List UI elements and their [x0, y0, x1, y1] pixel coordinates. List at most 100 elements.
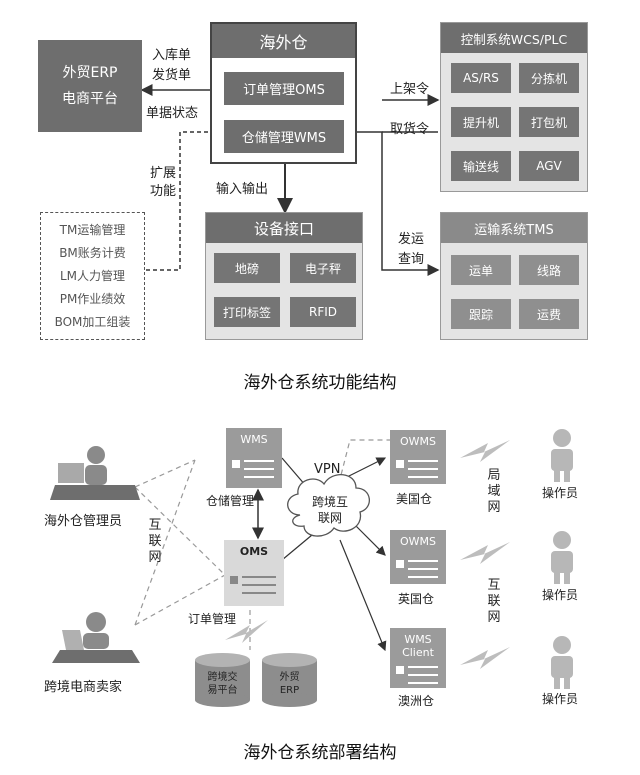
- server-slot: [408, 576, 438, 578]
- device-item-label-print: 打印标签: [214, 297, 280, 327]
- au-wms-client-server: WMS Client: [390, 628, 446, 688]
- erp-box-line-2: 电商平台: [62, 91, 118, 107]
- right-internet-char: 网: [487, 610, 501, 625]
- outbound-label: 发货单: [152, 68, 192, 83]
- functional-caption: 海外仓系统功能结构: [243, 373, 397, 393]
- zigzag-links: [225, 440, 510, 669]
- right-internet-char: 互: [487, 578, 501, 593]
- tms-item-waybill: 运单: [451, 255, 511, 285]
- oms-server-label: 订单管理: [188, 612, 237, 626]
- server-led: [396, 560, 404, 568]
- extension-item: BOM加工组装: [54, 315, 131, 329]
- server-led: [396, 460, 404, 468]
- server-slot: [242, 584, 276, 586]
- wms-right-trunk: [357, 131, 440, 276]
- left-internet-char: 网: [148, 550, 162, 565]
- extend-label-1: 扩展: [150, 166, 177, 181]
- au-warehouse-label: 澳洲仓: [398, 694, 435, 708]
- operator-figure-1: [551, 429, 573, 482]
- server-slot: [408, 674, 438, 676]
- vpn-label: VPN: [314, 462, 341, 477]
- server-slot: [408, 476, 438, 478]
- platform-db-label: 跨境交 易平台: [195, 668, 250, 700]
- wcs-item-packer: 打包机: [519, 107, 579, 137]
- right-internet-char: 联: [487, 594, 501, 609]
- server-slot: [242, 576, 276, 578]
- platform-db-shape: [195, 653, 250, 707]
- erp-db-line-2: ERP: [279, 685, 300, 696]
- device-interface-box: 设备接口 地磅 电子秤 打印标签 RFID: [205, 212, 363, 340]
- server-led: [230, 576, 238, 584]
- operator-label-2: 操作员: [542, 588, 579, 602]
- device-item-eweigher: 电子秤: [290, 253, 356, 283]
- us-owms-server: OWMS: [390, 430, 446, 484]
- server-slot: [242, 592, 276, 594]
- cloud-uk-arrow: [354, 524, 386, 556]
- operator-label-3: 操作员: [542, 692, 579, 706]
- wms-server: WMS: [226, 428, 282, 488]
- device-title: 设备接口: [206, 213, 362, 243]
- pick-label: 取货令: [390, 122, 430, 137]
- extension-dashed-link: [145, 131, 222, 271]
- left-internet-label: 互 联 网: [148, 518, 162, 566]
- device-item-rfid: RFID: [290, 297, 356, 327]
- lan-label: 局 域 网: [487, 468, 501, 516]
- warehouse-title: 海外仓: [212, 24, 355, 58]
- au-server-title-2: Client: [402, 646, 434, 659]
- erp-db-shape: [262, 653, 317, 707]
- left-internet-char: 联: [148, 534, 162, 549]
- operator-figure-3: [551, 636, 573, 689]
- wcs-item-conveyor: 输送线: [451, 151, 511, 181]
- oms-server: OMS: [224, 540, 284, 606]
- server-slot: [408, 666, 438, 668]
- uk-server-title: OWMS: [399, 535, 436, 548]
- device-item-scale: 地磅: [214, 253, 280, 283]
- admin-figure: [50, 446, 140, 500]
- platform-db-line-1: 跨境交: [207, 672, 238, 683]
- cloud-au-arrow: [339, 539, 387, 652]
- server-slot: [408, 560, 438, 562]
- ship-query-label-2: 查询: [398, 252, 425, 267]
- cloud-line-1: 跨境互: [311, 495, 348, 509]
- server-slot: [244, 460, 274, 462]
- operator-figures: [551, 429, 573, 689]
- wms-server-label: 仓储管理: [206, 494, 255, 508]
- admin-label: 海外仓管理员: [44, 514, 123, 529]
- erp-db-label: 外贸 ERP: [262, 668, 317, 700]
- wcs-item-sorter: 分拣机: [519, 63, 579, 93]
- server-slot: [244, 476, 274, 478]
- tms-item-route: 线路: [519, 255, 579, 285]
- inbound-label: 入库单: [152, 48, 192, 63]
- server-led: [232, 460, 240, 468]
- wcs-title: 控制系统WCS/PLC: [441, 23, 587, 53]
- extensions-box: TM运输管理 BM账务计费 LM人力管理 PM作业绩效 BOM加工组装: [40, 212, 145, 340]
- wcs-item-asrs: AS/RS: [451, 63, 511, 93]
- tms-item-freight: 运费: [519, 299, 579, 329]
- au-server-title-1: WMS: [404, 633, 432, 646]
- tms-box: 运输系统TMS 运单 线路 跟踪 运费: [440, 212, 588, 340]
- io-label: 输入输出: [216, 182, 269, 197]
- wms-server-title: WMS: [240, 433, 268, 446]
- seller-label: 跨境电商卖家: [44, 680, 123, 695]
- extension-item: PM作业绩效: [59, 292, 126, 306]
- cloud-line-2: 联网: [317, 511, 342, 525]
- tms-title: 运输系统TMS: [441, 213, 587, 243]
- wcs-item-agv: AGV: [519, 151, 579, 181]
- left-internet-char: 互: [148, 518, 162, 533]
- cloud-us-arrow: [344, 457, 387, 479]
- wms-module: 仓储管理WMS: [224, 120, 344, 153]
- overseas-warehouse-box: 海外仓 订单管理OMS 仓储管理WMS: [210, 22, 357, 164]
- erp-box: 外贸ERP 电商平台: [38, 40, 142, 132]
- server-slot: [408, 682, 438, 684]
- cloud-text: 跨境互 联网: [300, 490, 360, 530]
- operator-label-1: 操作员: [542, 486, 579, 500]
- uk-warehouse-label: 英国仓: [398, 592, 435, 606]
- oms-module: 订单管理OMS: [224, 72, 344, 105]
- shelve-label: 上架令: [390, 82, 430, 97]
- extend-label-2: 功能: [150, 184, 177, 199]
- ship-query-label-1: 发运: [398, 232, 425, 247]
- right-internet-label: 互 联 网: [487, 578, 501, 626]
- operator-figure-2: [551, 531, 573, 584]
